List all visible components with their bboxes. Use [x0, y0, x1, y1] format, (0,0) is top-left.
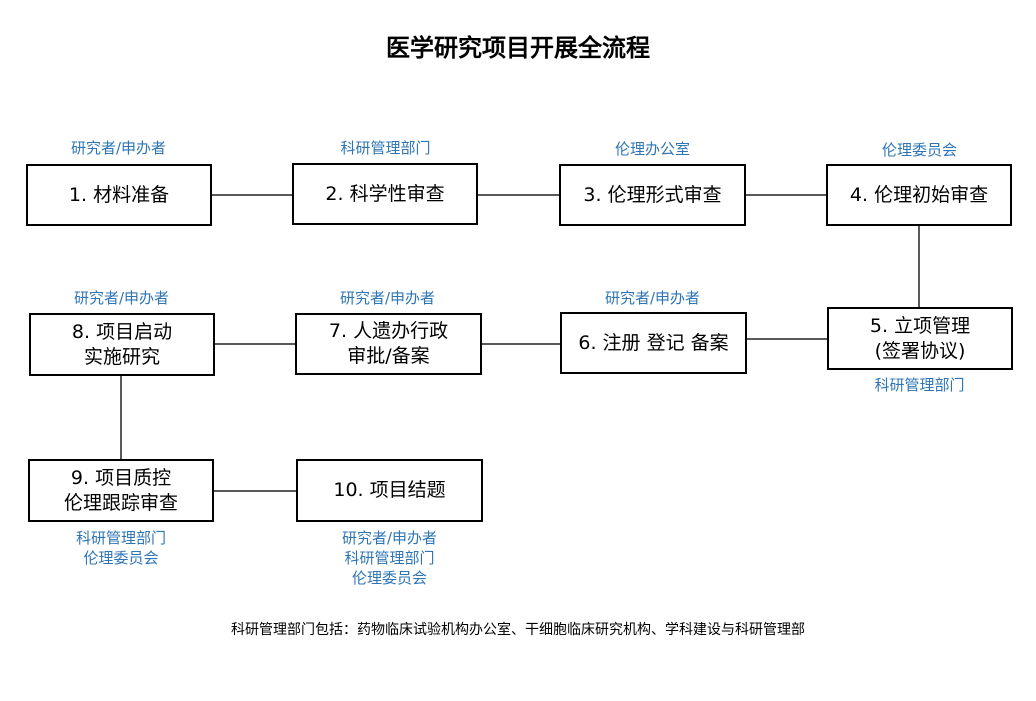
- step-6-label: 6. 注册 登记 备案: [578, 331, 729, 354]
- step-4-box[interactable]: 4. 伦理初始审查: [826, 164, 1012, 226]
- step-8-label: 8. 项目启动 实施研究: [71, 320, 173, 368]
- step-6-role: 研究者/申办者: [604, 289, 701, 307]
- step-7-role: 研究者/申办者: [339, 289, 436, 307]
- step-9-label: 9. 项目质控 伦理跟踪审查: [63, 466, 178, 514]
- step-4-label: 4. 伦理初始审查: [849, 183, 989, 206]
- step-1-box[interactable]: 1. 材料准备: [26, 164, 212, 226]
- step-9-box[interactable]: 9. 项目质控 伦理跟踪审查: [28, 459, 214, 522]
- step-2-box[interactable]: 2. 科学性审查: [292, 163, 478, 225]
- step-7-label: 7. 人遗办行政 审批/备案: [328, 320, 449, 367]
- step-1-label: 1. 材料准备: [68, 183, 170, 206]
- step-10-roles: 研究者/申办者 科研管理部门 伦理委员会: [341, 529, 438, 587]
- step-5-label: 5. 立项管理 (签署协议): [869, 314, 971, 362]
- step-3-role: 伦理办公室: [614, 140, 690, 158]
- step-3-box[interactable]: 3. 伦理形式审查: [559, 164, 746, 226]
- step-5-role: 科研管理部门: [874, 376, 965, 394]
- step-3-label: 3. 伦理形式审查: [583, 183, 722, 206]
- step-8-role: 研究者/申办者: [73, 289, 170, 307]
- step-6-box[interactable]: 6. 注册 登记 备案: [560, 312, 747, 374]
- step-1-role: 研究者/申办者: [70, 139, 167, 157]
- step-9-roles: 科研管理部门 伦理委员会: [75, 529, 166, 567]
- step-2-role: 科研管理部门: [340, 139, 431, 157]
- step-10-label: 10. 项目结题: [333, 479, 446, 501]
- step-2-label: 2. 科学性审查: [325, 182, 445, 205]
- footnote: 科研管理部门包括：药物临床试验机构办公室、干细胞临床研究机构、学科建设与科研管理…: [231, 622, 805, 638]
- step-10-box[interactable]: 10. 项目结题: [296, 459, 483, 522]
- page-title: 医学研究项目开展全流程: [386, 34, 650, 62]
- step-7-box[interactable]: 7. 人遗办行政 审批/备案: [295, 313, 482, 375]
- step-4-role: 伦理委员会: [881, 141, 957, 159]
- step-8-box[interactable]: 8. 项目启动 实施研究: [29, 313, 215, 376]
- step-5-box[interactable]: 5. 立项管理 (签署协议): [827, 307, 1013, 370]
